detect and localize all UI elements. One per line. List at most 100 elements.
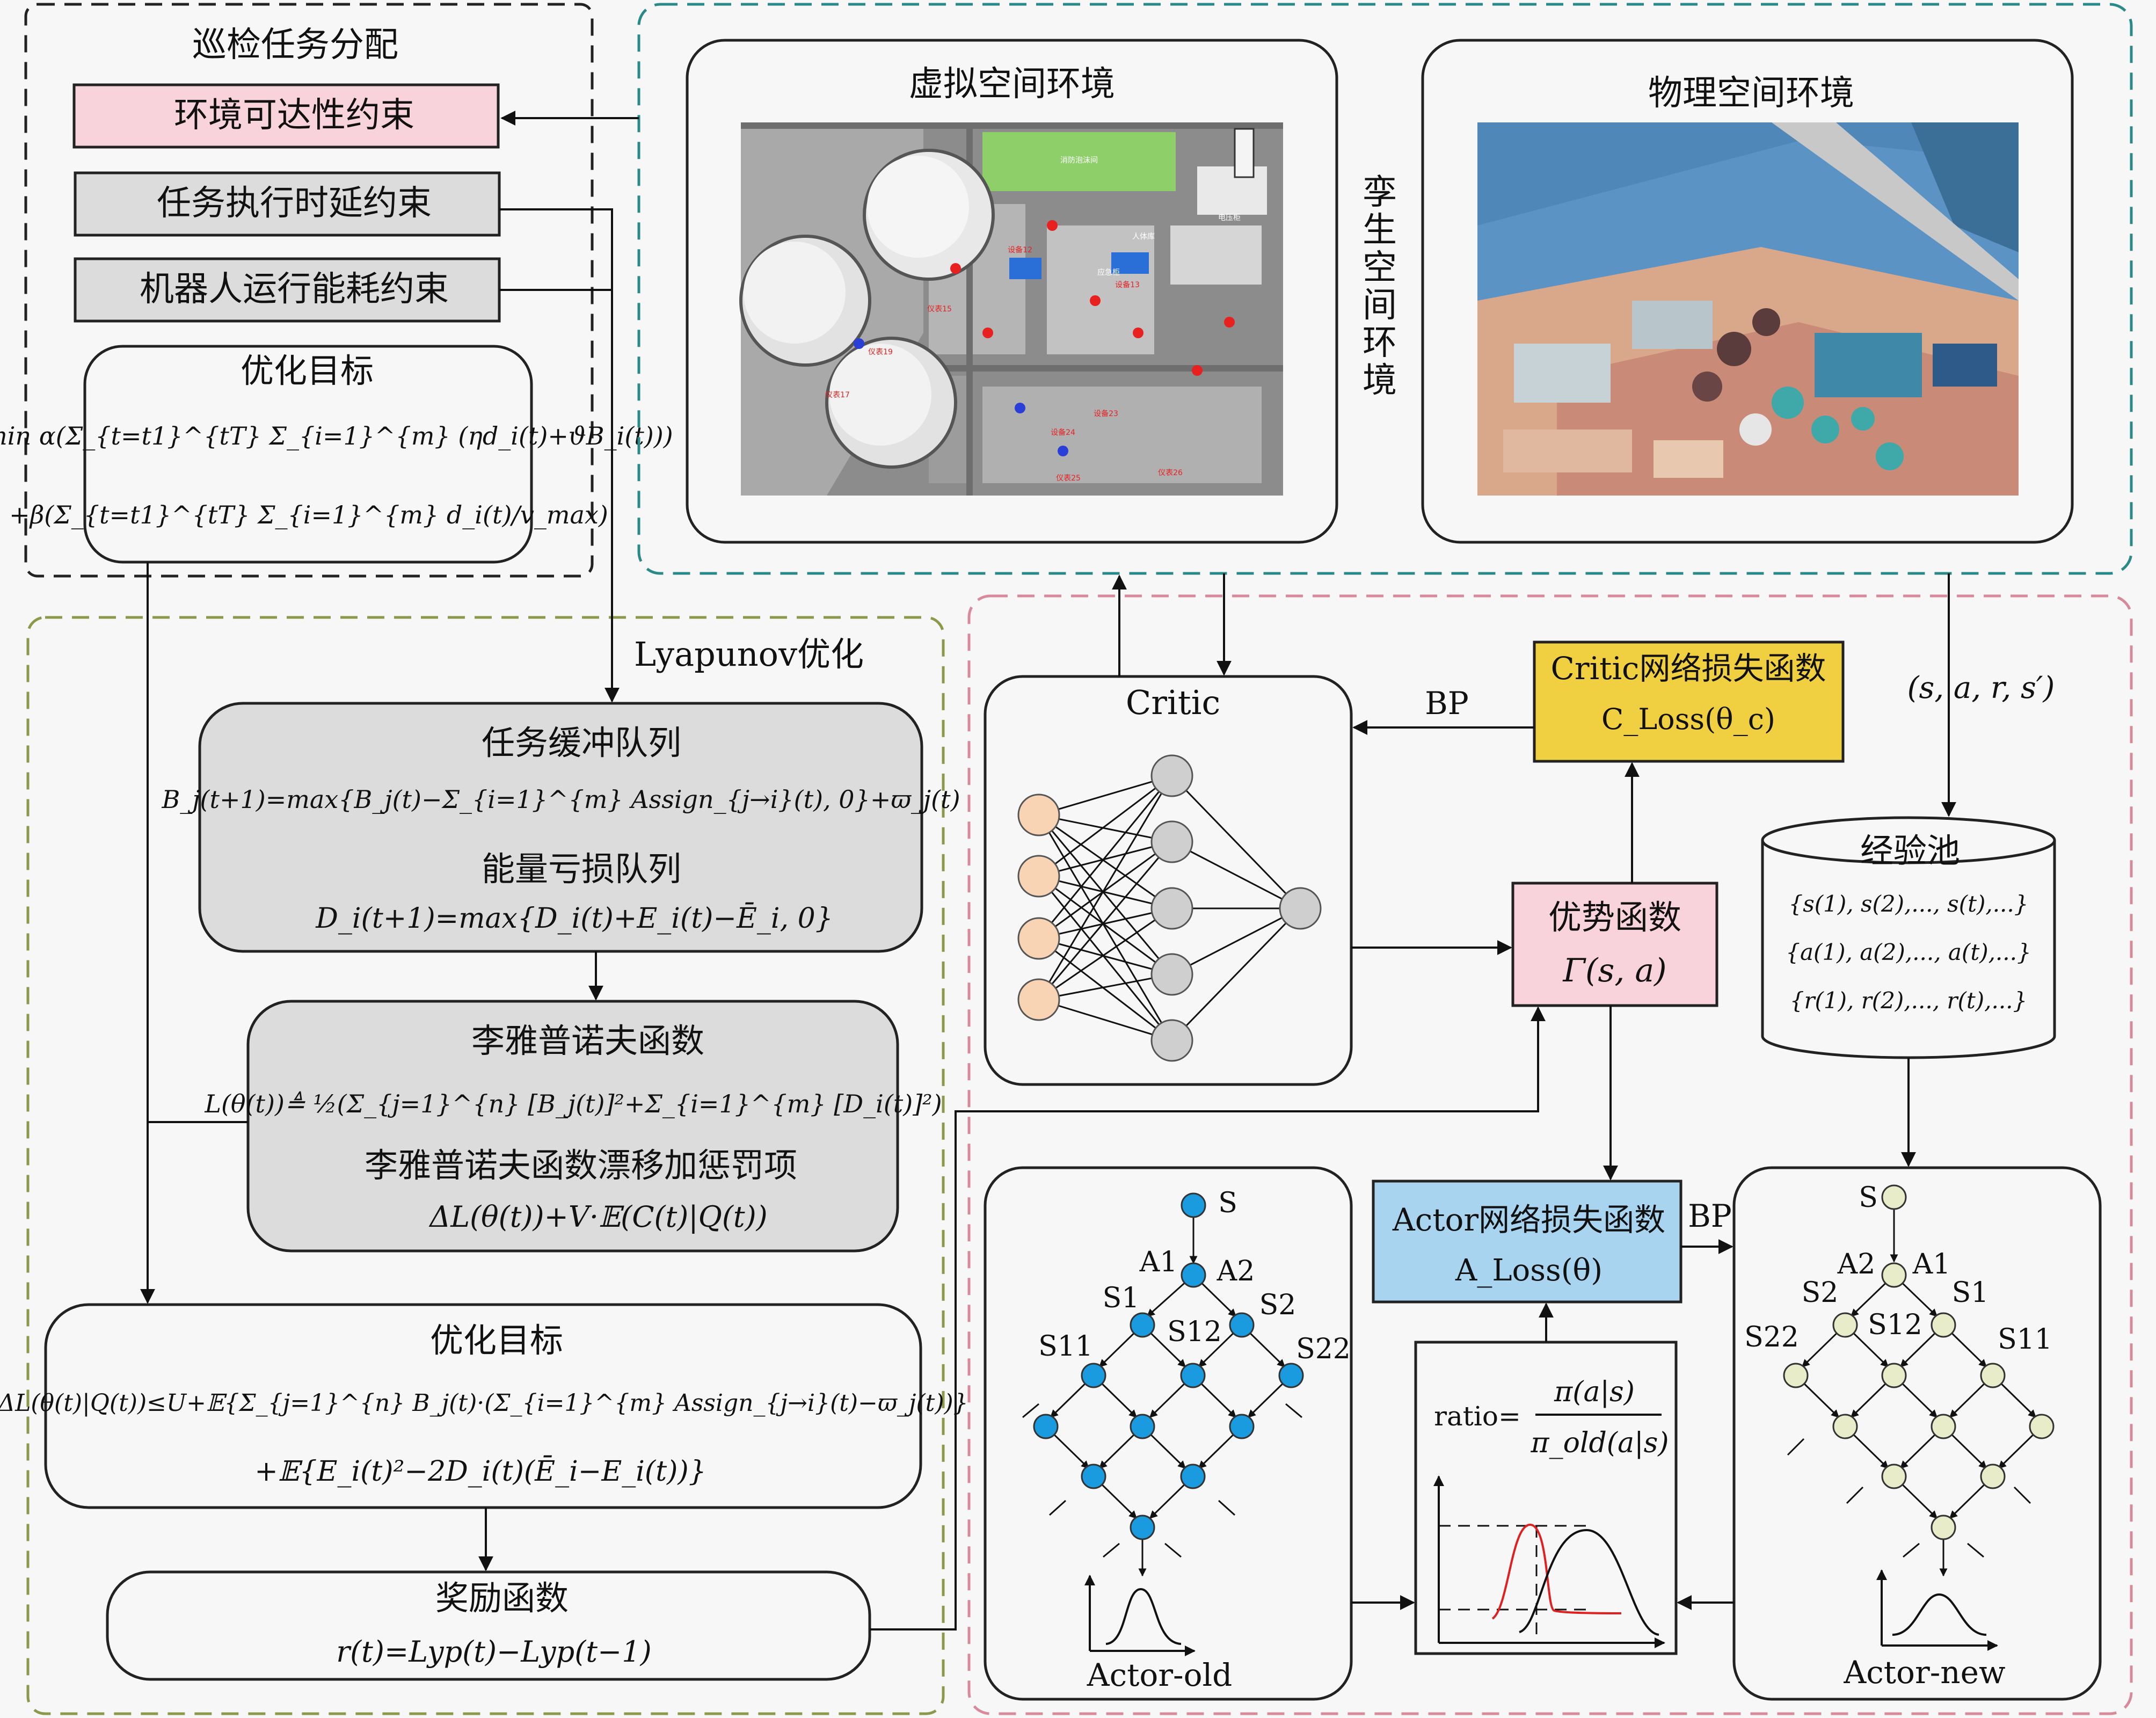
- reward-box: 奖励函数 r(t)=Lyp(t)−Lyp(t−1): [106, 1570, 871, 1681]
- physical-space-box: 物理空间环境: [1421, 39, 2074, 544]
- map-label: 应急柜: [1097, 268, 1120, 277]
- map-label: 设备13: [1115, 280, 1140, 289]
- critic-loss-box: Critic网络损失函数 C_Loss(θ_c): [1533, 640, 1845, 763]
- map-label: 仪表17: [825, 391, 850, 399]
- map-label: 设备12: [1008, 245, 1032, 254]
- map-label: 仪表19: [868, 348, 893, 356]
- critic-hidden-layer: [1150, 754, 1193, 1062]
- actor-old-box: Actor-old: [984, 1166, 1353, 1701]
- tree-label: A1: [1912, 1248, 1951, 1280]
- lyapunov-objective-box: 优化目标 ΔL(θ(t)|Q(t))≤U+𝔼{Σ_{j=1}^{n} B_j(t…: [0, 1303, 968, 1509]
- tree-label: S1: [1952, 1277, 1989, 1309]
- actor-loss-title: Actor网络损失函数: [1392, 1202, 1665, 1238]
- lyapunov-panel-title: Lyapunov优化: [634, 635, 864, 674]
- twin-char: 生: [1363, 210, 1397, 250]
- task-panel: 巡检任务分配 环境可达性约束 任务执行时延约束 机器人运行能耗约束 优化目标 C…: [0, 3, 673, 578]
- task-objective-title: 优化目标: [241, 351, 374, 390]
- constraint-label: 环境可达性约束: [174, 96, 414, 135]
- critic-output-node: [1279, 887, 1322, 930]
- twin-char: 环: [1363, 323, 1397, 363]
- tree-label: S11: [1998, 1323, 2052, 1356]
- ratio-box: ratio= π(a|s) π_old(a|s): [1414, 1341, 1678, 1655]
- ratio-denominator: π_old(a|s): [1530, 1427, 1669, 1459]
- ratio-plot: [1433, 1475, 1665, 1648]
- experience-pool: 经验池 {s(1), s(2),..., s(t),...} {a(1), a(…: [1761, 816, 2056, 1059]
- arrow-reward-to-advantage: [870, 1006, 1546, 1630]
- critic-label: Critic: [1126, 683, 1220, 722]
- lyapunov-objective-title: 优化目标: [430, 1321, 563, 1360]
- drift-penalty-formula: ΔL(θ(t))+V·𝔼(C(t)|Q(t)): [428, 1200, 768, 1234]
- map-label: 仪表25: [1056, 474, 1081, 483]
- tree-label: A2: [1837, 1248, 1876, 1280]
- actor-old-tree-labels: S A1 A2 S1 S2 S11 S12 S22: [1038, 1187, 1351, 1365]
- ratio-numerator: π(a|s): [1554, 1376, 1635, 1408]
- twin-char: 空: [1363, 248, 1397, 288]
- actor-new-distribution: [1876, 1569, 1998, 1651]
- actor-old-distribution: [1084, 1575, 1196, 1656]
- tree-label: S22: [1744, 1321, 1799, 1353]
- actor-new-tree-labels: S A2 A1 S2 S1 S22 S12 S11: [1744, 1182, 2052, 1356]
- physical-aerial-photo: [1477, 122, 2019, 496]
- tree-label: S2: [1259, 1289, 1296, 1321]
- energy-queue-formula: D_i(t+1)=max{D_i(t)+E_i(t)−Ē_i, 0}: [315, 902, 833, 935]
- advantage-title: 优势函数: [1548, 898, 1681, 937]
- twin-space-label: 孪 生 空 间 环 境: [1363, 173, 1397, 401]
- reward-formula: r(t)=Lyp(t)−Lyp(t−1): [336, 1635, 651, 1669]
- physical-space-title: 物理空间环境: [1648, 74, 1854, 113]
- tree-label: A1: [1139, 1246, 1178, 1278]
- connectors: [140, 111, 1956, 1630]
- experience-tuple-label: (s, a, r, s′): [1907, 671, 2055, 705]
- task-queue-title: 任务缓冲队列: [482, 723, 681, 762]
- map-label: 人体库: [1132, 232, 1155, 241]
- lyapunov-function-box: 李雅普诺夫函数 L(θ(t))≜ ½(Σ_{j=1}^{n} [B_j(t)]²…: [204, 1000, 942, 1253]
- drift-penalty-title: 李雅普诺夫函数漂移加惩罚项: [365, 1146, 797, 1185]
- tree-label: S22: [1296, 1333, 1351, 1365]
- lyapunov-function-formula: L(θ(t))≜ ½(Σ_{j=1}^{n} [B_j(t)]²+Σ_{i=1}…: [204, 1089, 942, 1118]
- task-objective-line1: C=min α(Σ_{t=t1}^{tT} Σ_{i=1}^{m} (ηd_i(…: [0, 421, 673, 450]
- virtual-space-box: 虚拟空间环境: [686, 39, 1338, 544]
- critic-loss-formula: C_Loss(θ_c): [1601, 702, 1775, 736]
- tree-label: S12: [1167, 1316, 1222, 1348]
- critic-network: [1038, 775, 1301, 1042]
- tree-label: S1: [1103, 1282, 1140, 1314]
- bp-label-critic: BP: [1425, 685, 1469, 722]
- critic-box: Critic: [984, 675, 1353, 1086]
- pool-row-actions: {a(1), a(2),..., a(t),...}: [1786, 939, 2031, 965]
- tree-label: S2: [1802, 1277, 1839, 1309]
- tree-label: S: [1218, 1187, 1237, 1219]
- lyapunov-function-title: 李雅普诺夫函数: [471, 1021, 704, 1060]
- actor-new-tree-nodes: [1783, 1184, 2055, 1540]
- constraint-delay: 任务执行时延约束: [74, 171, 501, 237]
- actor-new-label: Actor-new: [1843, 1654, 2005, 1691]
- constraint-reachability: 环境可达性约束: [72, 83, 500, 149]
- constraint-label: 机器人运行能耗约束: [140, 270, 449, 309]
- map-label: 电压柜: [1218, 214, 1241, 222]
- twin-panel: 虚拟空间环境: [637, 3, 2133, 575]
- actor-new-box: Actor-new: [1732, 1166, 2102, 1701]
- map-label: 设备23: [1094, 409, 1118, 418]
- task-queue-formula: B_j(t+1)=max{B_j(t)−Σ_{i=1}^{m} Assign_{…: [161, 785, 960, 814]
- tree-label: S11: [1038, 1330, 1093, 1363]
- pool-row-states: {s(1), s(2),..., s(t),...}: [1789, 891, 2029, 917]
- critic-loss-title: Critic网络损失函数: [1551, 650, 1826, 687]
- map-label: 仪表15: [927, 305, 952, 314]
- task-objective-line2: +β(Σ_{t=t1}^{tT} Σ_{i=1}^{m} d_i(t)/v_ma…: [9, 500, 608, 529]
- critic-input-layer: [1017, 794, 1060, 1021]
- tree-label: S: [1859, 1182, 1878, 1214]
- task-panel-title: 巡检任务分配: [192, 25, 398, 65]
- ratio-label: ratio=: [1434, 1401, 1521, 1432]
- lyapunov-objective-line2: +𝔼{E_i(t)²−2D_i(t)(Ē_i−E_i(t))}: [254, 1455, 706, 1488]
- virtual-space-title: 虚拟空间环境: [909, 64, 1115, 104]
- queues-box: 任务缓冲队列 B_j(t+1)=max{B_j(t)−Σ_{i=1}^{m} A…: [161, 702, 960, 953]
- lyapunov-objective-line1: ΔL(θ(t)|Q(t))≤U+𝔼{Σ_{j=1}^{n} B_j(t)·(Σ_…: [0, 1389, 968, 1417]
- twin-char: 境: [1363, 361, 1397, 401]
- bp-label-actor: BP: [1688, 1198, 1732, 1234]
- map-label: 消防泡沫间: [1060, 156, 1098, 165]
- actor-old-tree-nodes: [1033, 1192, 1304, 1540]
- map-label: 设备24: [1051, 428, 1075, 437]
- tree-label: S12: [1868, 1309, 1922, 1341]
- tree-label: A2: [1217, 1255, 1255, 1287]
- twin-char: 孪: [1363, 173, 1397, 213]
- virtual-map-image: 消防泡沫间 电压柜 设备12 设备13 仪表15 仪表17 仪表19 设备23 …: [739, 122, 1283, 496]
